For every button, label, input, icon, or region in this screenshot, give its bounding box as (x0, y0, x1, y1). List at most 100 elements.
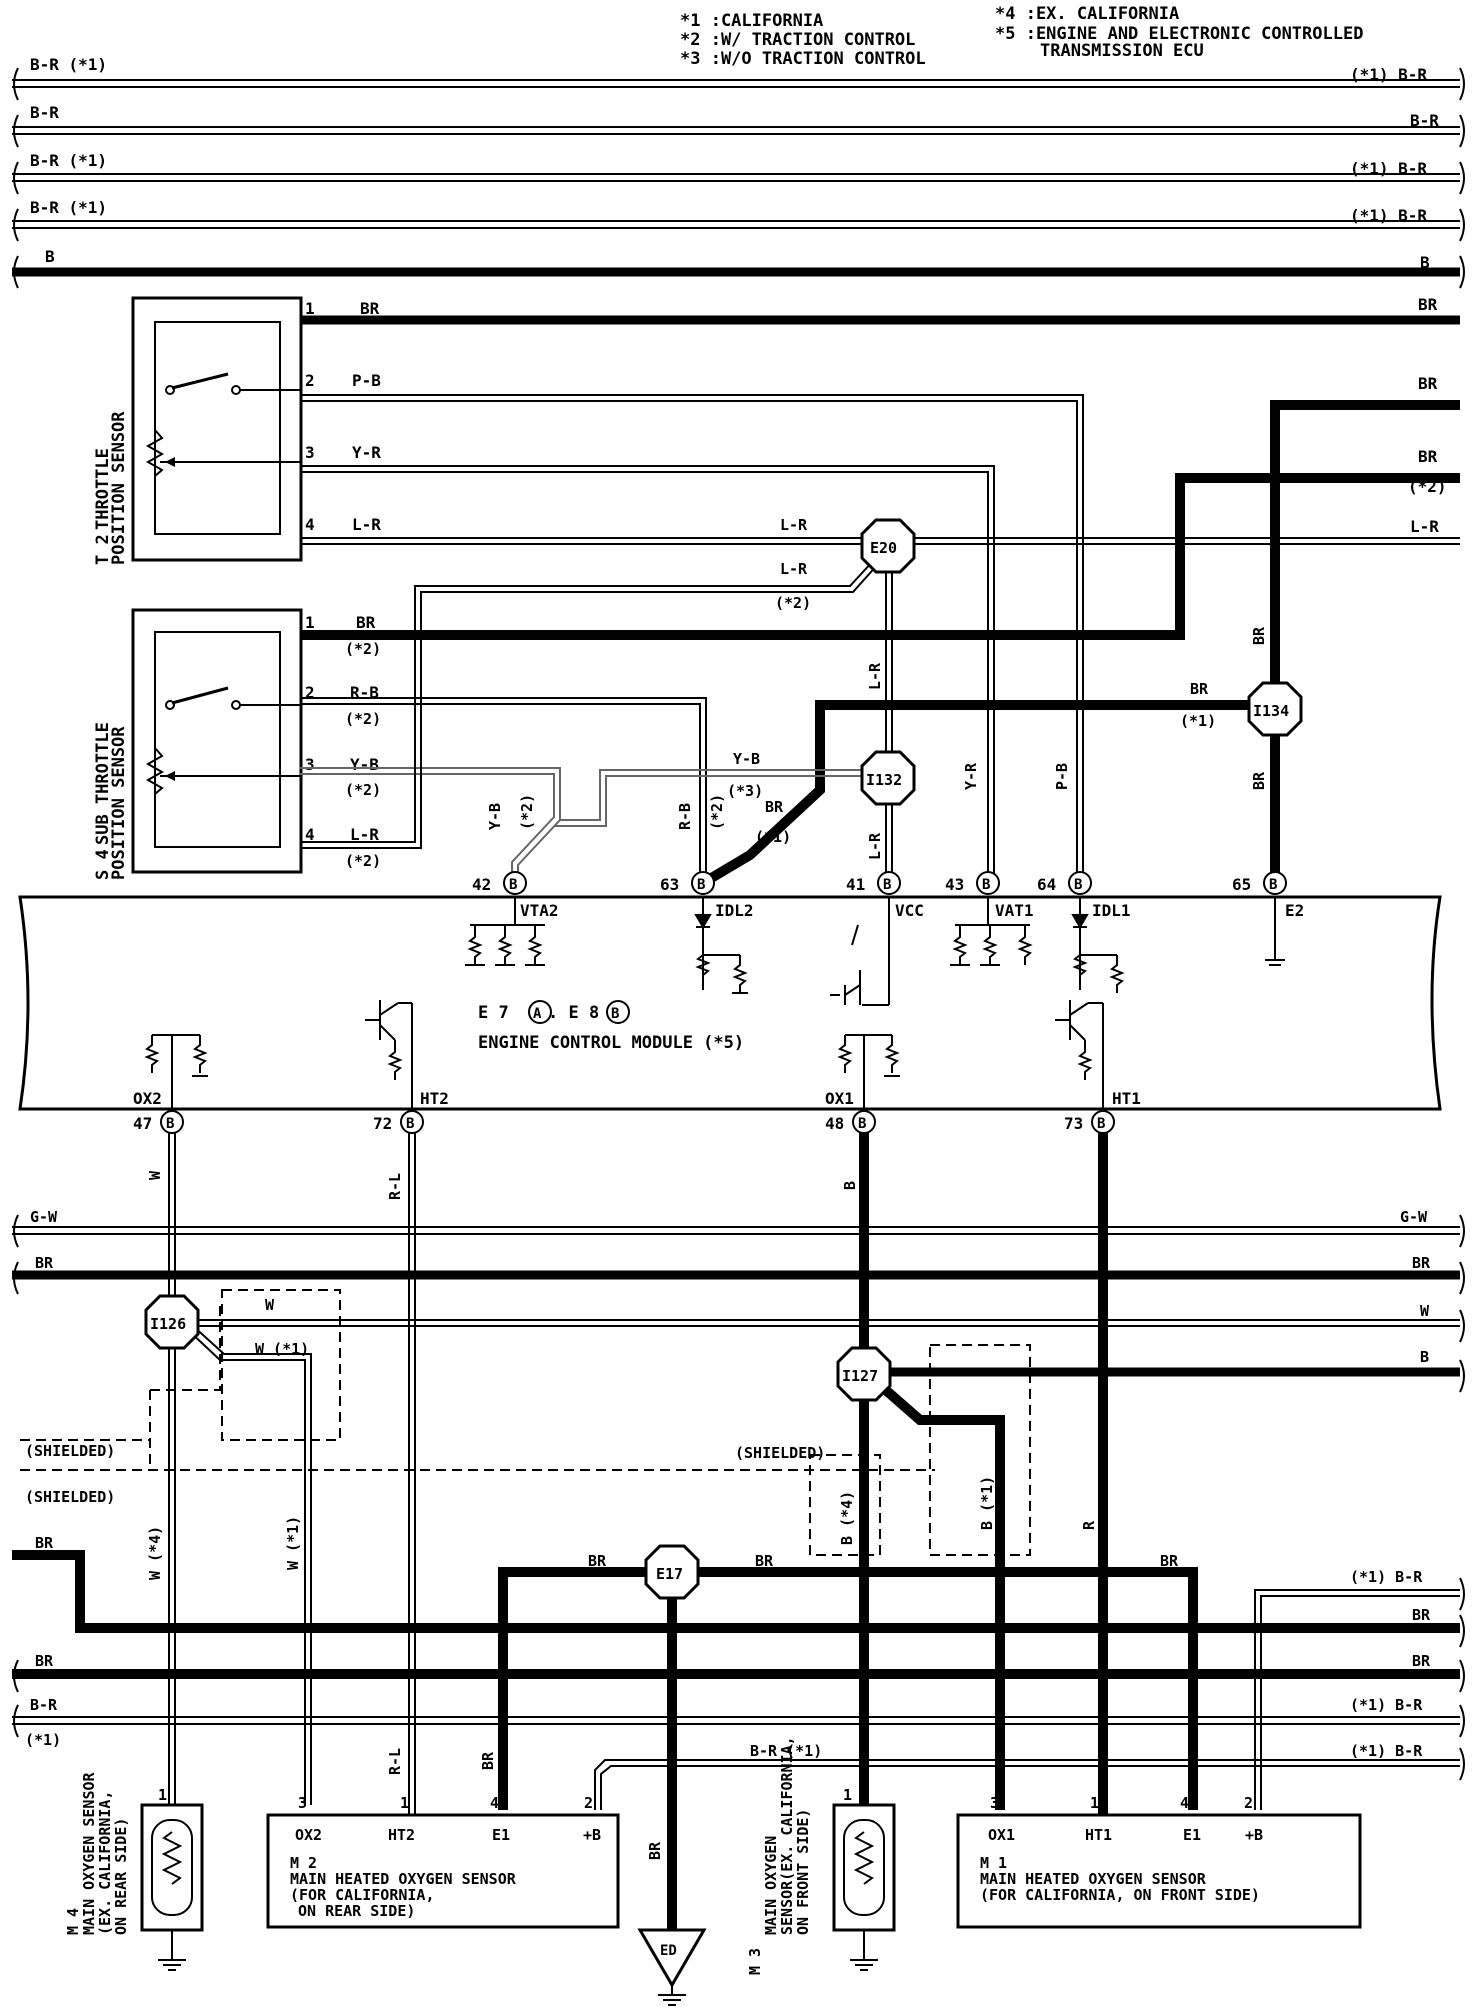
wire-note: (*2) (518, 794, 536, 830)
shielded-label: (SHIELDED) (735, 1444, 825, 1462)
wire-note: (*2) (775, 594, 811, 612)
wire-label: R (1080, 1520, 1098, 1530)
wire-label: W (1420, 1302, 1430, 1320)
pin-name: OX1 (825, 1089, 854, 1108)
pin-name: IDL1 (1092, 901, 1131, 920)
t2-wire-color: BR (360, 299, 380, 318)
wire-label: R-B (676, 803, 694, 830)
wire-label: BR (755, 1552, 774, 1570)
note-2: *2 :W/ TRACTION CONTROL (680, 30, 915, 50)
ground-ed: ED BR (637, 1841, 707, 2006)
wire-label: W (146, 1170, 164, 1180)
s4-name2: POSITION SENSOR (109, 726, 129, 880)
s4-wires (300, 547, 889, 880)
wire-label: R-L (386, 1748, 404, 1775)
junction-i132: I132 (860, 750, 916, 806)
sensor-terminal: OX2 (295, 1826, 322, 1844)
junction-e17: E17 (644, 1544, 700, 1600)
sensor-terminal: +B (1245, 1826, 1263, 1844)
sensor-pin: 4 (1180, 1794, 1189, 1812)
pin-43: B 43 VAT1 (945, 871, 1034, 920)
pin-number: 72 (373, 1114, 392, 1133)
br-label: BR (1418, 447, 1438, 466)
pin-name: VAT1 (995, 901, 1034, 920)
wire-note: (*3) (727, 782, 763, 800)
top-wire-labels: B-R (*1) (*1) B-R B-R B-R B-R (*1) (*1) … (30, 55, 1439, 272)
right-labels: BR BR BR (*2) L-R (1408, 295, 1447, 536)
pin-conn: B (1074, 877, 1082, 893)
sensor-pin: 3 (298, 1794, 307, 1812)
wire-label: BR (35, 1652, 54, 1670)
sensor-m4: 1 M 4 MAIN OXYGEN SENSOR (EX. CALIFORNIA… (64, 1771, 204, 1971)
pin-42: B 42 VTA2 (472, 871, 559, 920)
junction-e20: E20 (860, 518, 916, 574)
t2-pin: 3 (305, 443, 315, 462)
wire-label: B-R (*1) (30, 55, 107, 74)
pin-number: 63 (660, 875, 679, 894)
wire-label: B-R (1410, 111, 1439, 130)
sensor-pin: 4 (490, 1794, 499, 1812)
pin-conn: B (406, 1116, 414, 1132)
sensor-name: ON REAR SIDE) (298, 1902, 415, 1920)
ecm-code-e8: . E 8 (548, 1003, 599, 1023)
pin-conn: B (509, 877, 517, 893)
pin-conn: B (697, 877, 705, 893)
wire-label: BR (1190, 680, 1209, 698)
pin-conn: B (166, 1116, 174, 1132)
sensor-code: M 4 (64, 1908, 82, 1935)
mid-labels: L-R L-R (*2) L-R L-R Y-B (*3) Y-B (*2) R… (486, 516, 1268, 860)
pin-number: 41 (846, 875, 865, 894)
t2-wire-color: L-R (352, 515, 381, 534)
pin-name: IDL2 (715, 901, 754, 920)
sensor-code: M 3 (746, 1948, 764, 1975)
t2-wire-color: Y-R (352, 443, 381, 462)
ecm-conn-b: B (611, 1006, 619, 1022)
wire-label: BR (35, 1534, 54, 1552)
wire-label: (*1) B-R (1350, 1568, 1423, 1586)
pin-name: OX2 (133, 1089, 162, 1108)
wire-label: (*1) B-R (1350, 206, 1427, 225)
wire-label: (*1) B-R (1350, 1742, 1423, 1760)
junction-label: E17 (656, 1565, 683, 1583)
wire-label: BR (765, 798, 784, 816)
junction-label: I126 (150, 1315, 186, 1333)
lower-labels: G-W G-W BR BR W B W R-L B W W (*1) (SHIE… (25, 1170, 1431, 1775)
t2-code: T 2 (93, 534, 113, 565)
ecm-title: ENGINE CONTROL MODULE (*5) (478, 1033, 744, 1053)
sensor-pin: 1 (1090, 1794, 1099, 1812)
wire-label: W (*1) (255, 1340, 309, 1358)
s4-note: (*2) (345, 710, 381, 728)
ground-label: ED (660, 1943, 677, 1959)
shielded-label: (SHIELDED) (25, 1488, 115, 1506)
s4-code: S 4 (93, 849, 113, 880)
pin-conn: B (883, 877, 891, 893)
s4-note: (*2) (345, 781, 381, 799)
sensor-terminal: HT1 (1085, 1826, 1112, 1844)
wire-label: L-R (780, 516, 808, 534)
wire-label: Y-R (962, 762, 980, 790)
note-4: *4 :EX. CALIFORNIA (995, 4, 1179, 24)
lr-label: L-R (1410, 517, 1439, 536)
sensor-name: (FOR CALIFORNIA, (290, 1886, 435, 1904)
wire-label: (*1) B-R (1350, 1696, 1423, 1714)
vcc-wire (885, 560, 893, 880)
sensor-pin: 2 (1244, 1794, 1253, 1812)
s4-wire-color: Y-B (350, 755, 379, 774)
sensor-terminal: OX1 (988, 1826, 1015, 1844)
wire-label: BR (1412, 1606, 1431, 1624)
pin-64: B 64 IDL1 (1037, 871, 1131, 920)
sensor-m2: 3 1 4 2 OX2 HT2 E1 +B M 2 MAIN HEATED OX… (266, 1794, 620, 1929)
sensor-pin: 1 (400, 1794, 409, 1812)
sensor-name: MAIN OXYGEN (762, 1836, 780, 1935)
t2-wire-color: P-B (352, 371, 381, 390)
pin-name: VCC (895, 901, 924, 920)
sensor-name: ON FRONT SIDE) (794, 1809, 812, 1935)
s4-wire-color: BR (356, 613, 376, 632)
pin-conn: B (1269, 877, 1277, 893)
s4-pin: 3 (305, 755, 315, 774)
wire-label: BR (588, 1552, 607, 1570)
wire-label: P-B (1053, 763, 1071, 790)
t2-name2: POSITION SENSOR (109, 411, 129, 565)
sensor-name: (FOR CALIFORNIA, ON FRONT SIDE) (980, 1886, 1260, 1904)
wire-label: (*1) B-R (1350, 159, 1427, 178)
